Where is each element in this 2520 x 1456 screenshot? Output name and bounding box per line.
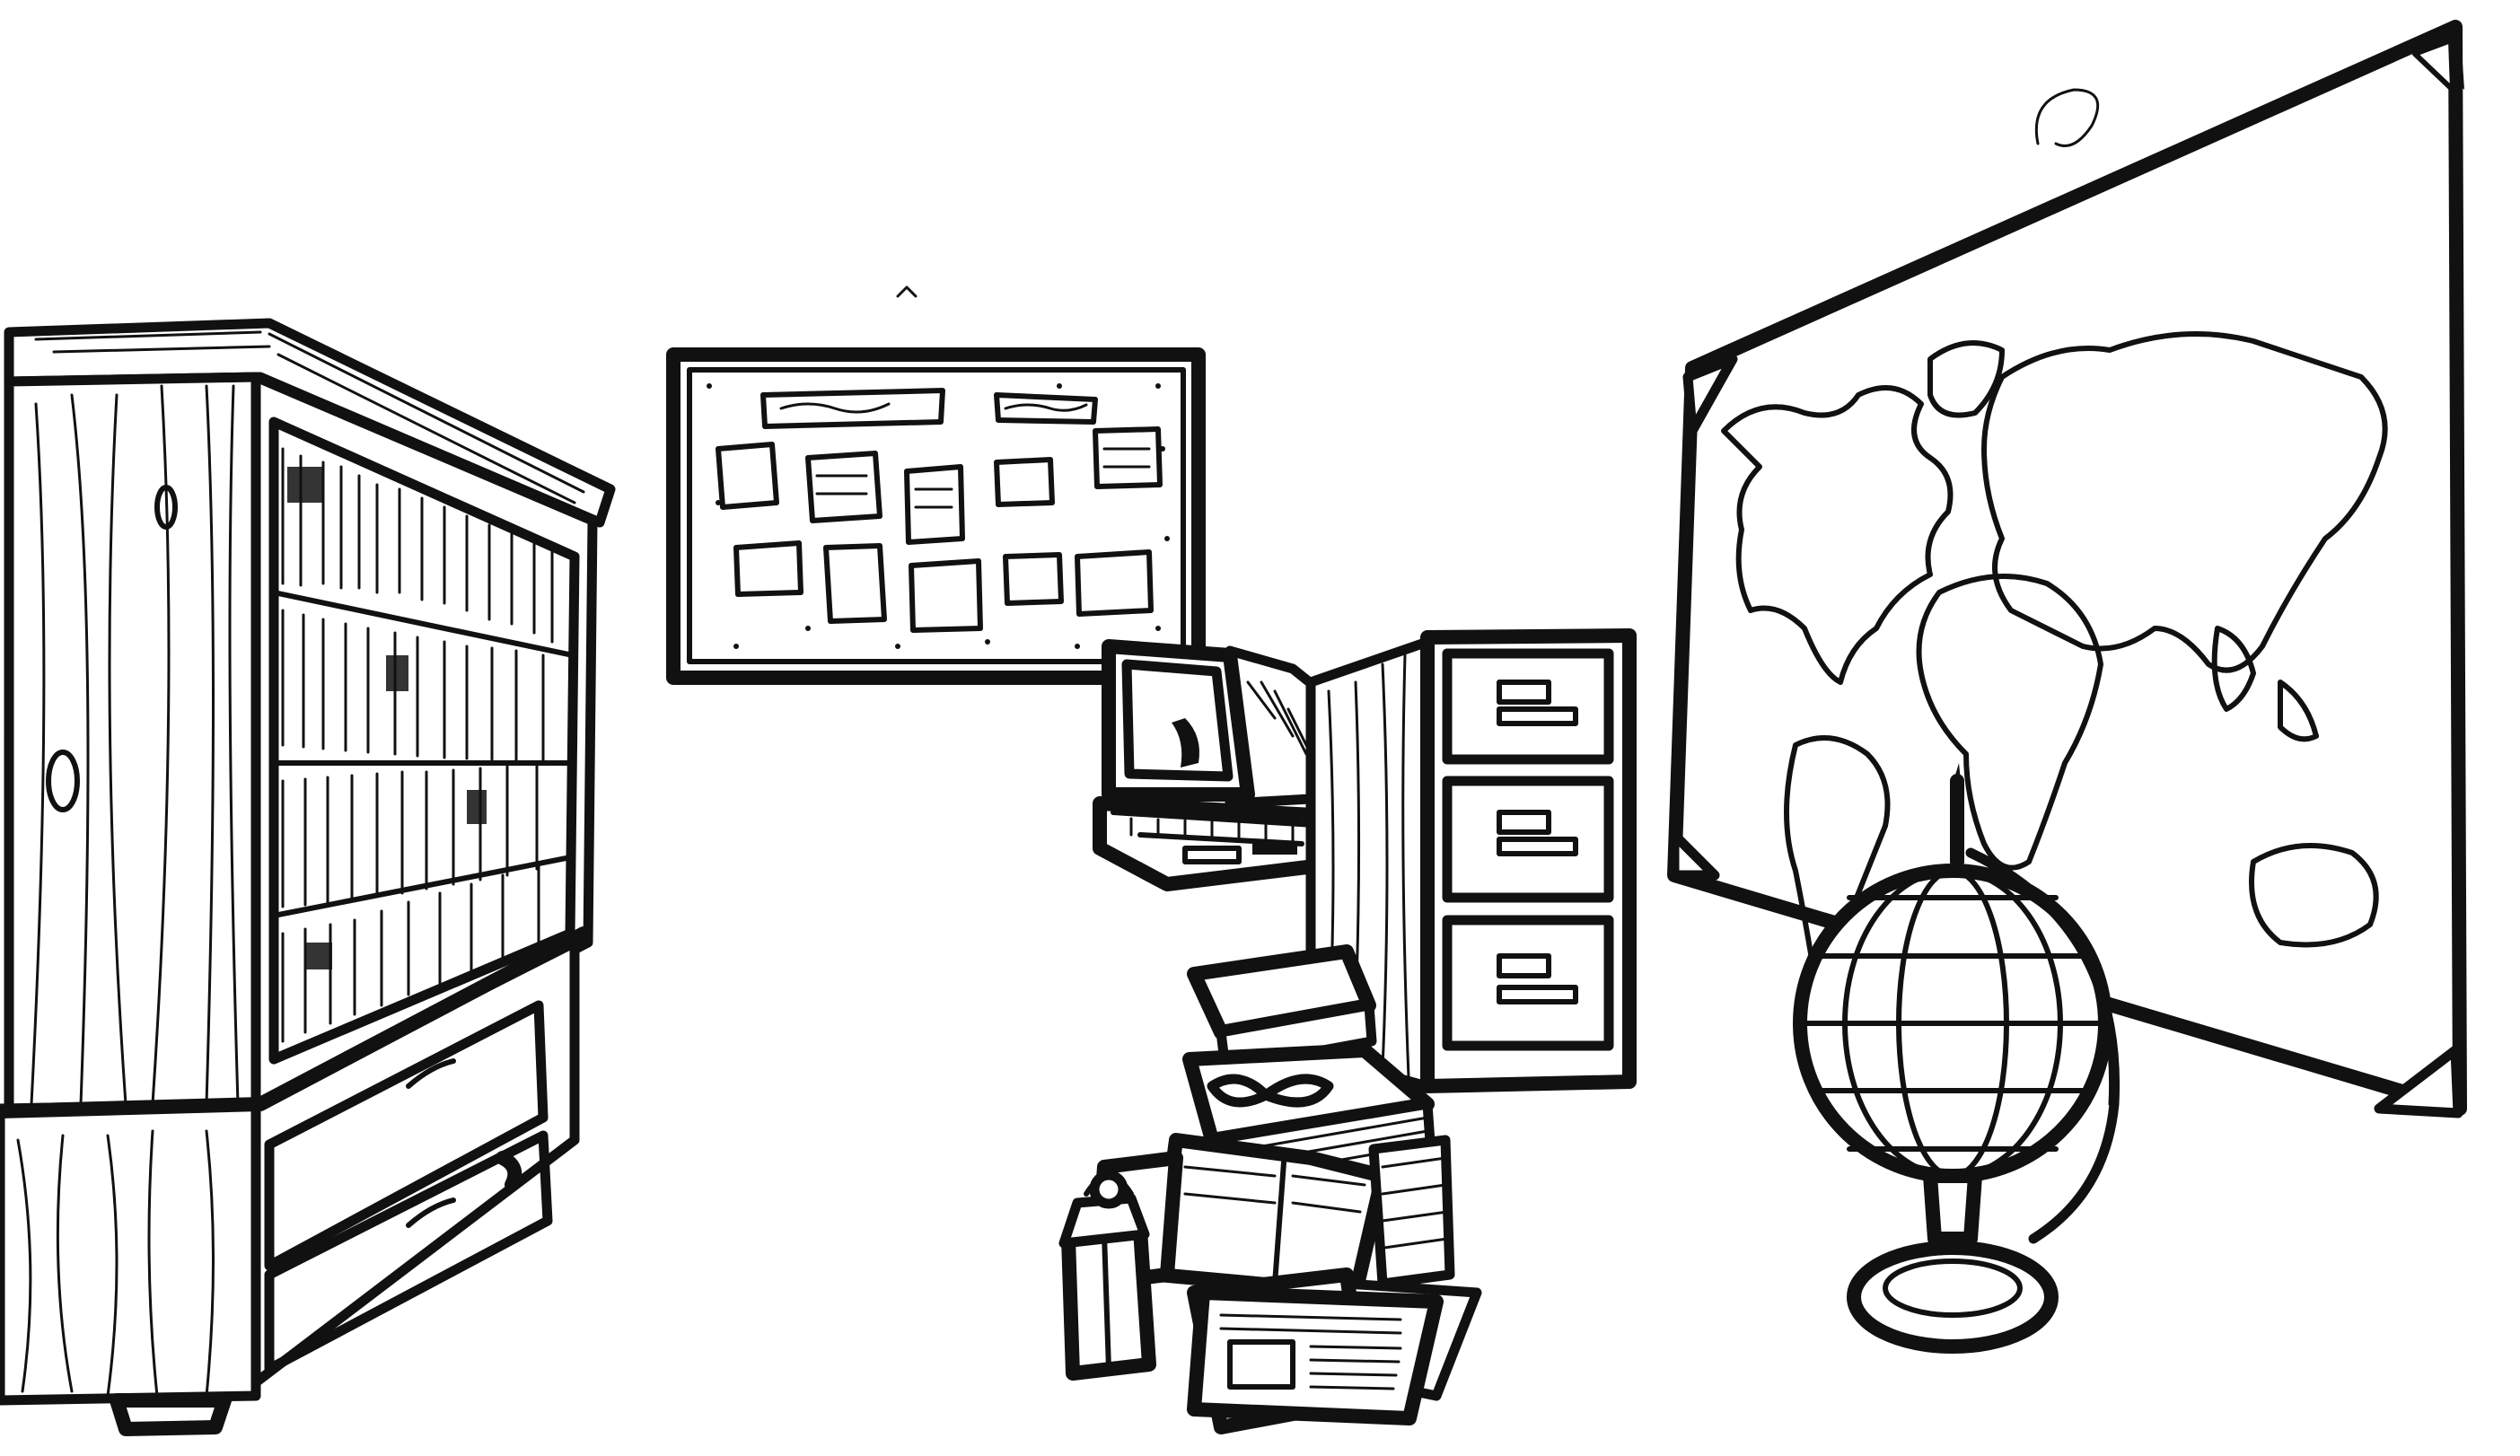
wall-hook (2034, 88, 2100, 147)
newspaper (1187, 1285, 1444, 1425)
wall-scribble (896, 285, 918, 298)
world-map (1667, 20, 2467, 1118)
desk-globe (1793, 763, 2120, 1354)
lantern (1058, 1170, 1156, 1381)
cork-notice-board (666, 347, 1206, 685)
bookcase (0, 318, 616, 1436)
